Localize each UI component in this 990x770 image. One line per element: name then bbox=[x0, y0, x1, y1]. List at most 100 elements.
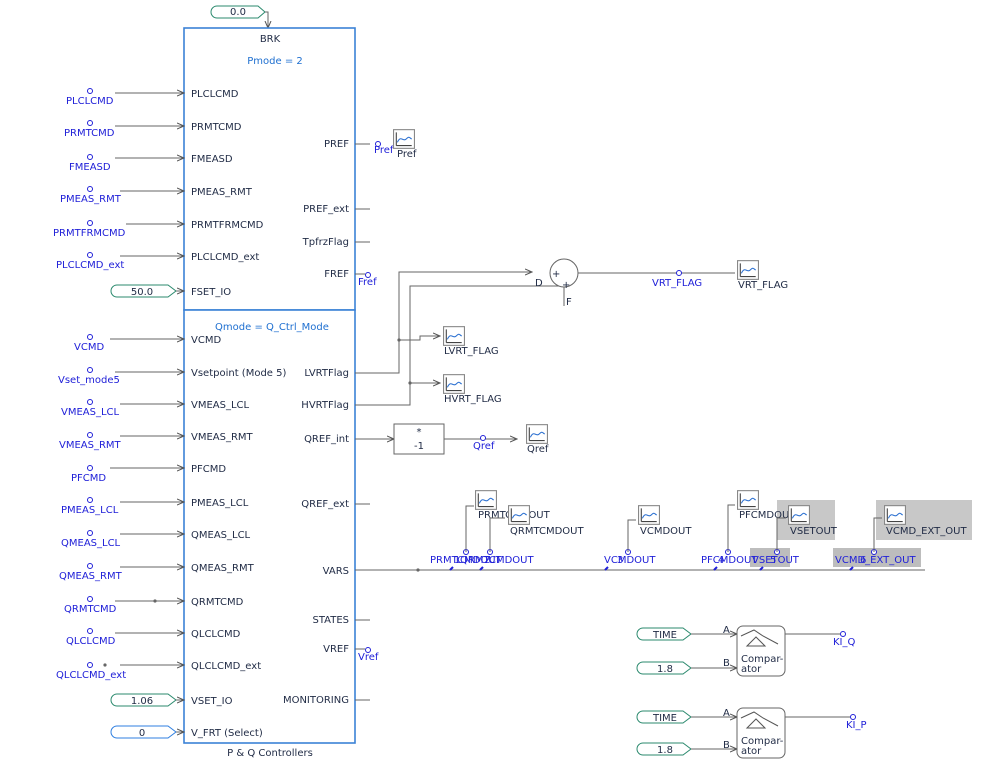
meter-icon[interactable] bbox=[737, 490, 759, 510]
port-label: QRMTCMD bbox=[191, 597, 244, 608]
input-pmeas-rmt[interactable]: PMEAS_RMT PMEAS_RMT bbox=[60, 186, 253, 206]
tap-number-2: 2 bbox=[484, 555, 490, 566]
lvrt-meter-icon[interactable] bbox=[443, 326, 465, 346]
bus-tap-qrmtcmdout[interactable]: QRMTCMDOUT QRMTCMDOUT bbox=[460, 505, 584, 571]
comparator-port-b: B bbox=[723, 740, 730, 751]
summer-plus-d: + bbox=[552, 269, 560, 280]
input-fmeasd[interactable]: FMEASD FMEASD bbox=[69, 154, 233, 173]
input-vmeas-rmt[interactable]: VMEAS_RMT VMEAS_RMT bbox=[59, 432, 254, 451]
port-label: FSET_IO bbox=[191, 287, 231, 298]
tap-label: VCMDOUT bbox=[604, 555, 656, 566]
qmode-label: Qmode = Q_Ctrl_Mode bbox=[215, 322, 329, 333]
port-label: FMEASD bbox=[191, 154, 233, 165]
comparator-port-a: A bbox=[723, 708, 730, 719]
qref-signal: Qref bbox=[473, 441, 495, 452]
comparator-ki-q[interactable]: TIME A 1.8 B Compar-ator KI_Q bbox=[636, 625, 856, 677]
comparator-ki-p[interactable]: TIME A 1.8 B Compar-ator KI_P bbox=[636, 707, 867, 759]
port-pref-ext: PREF_ext bbox=[303, 204, 349, 215]
bus-tap-vcmd-ext-out[interactable]: VCMD_EXT_OUT VCMD_EXT_OUT bbox=[835, 505, 967, 571]
bus-tap-vsetout[interactable]: VSETOUT VSETOUT bbox=[752, 505, 838, 571]
meter-icon[interactable] bbox=[638, 505, 660, 525]
meter-icon[interactable] bbox=[788, 505, 810, 525]
pq-controller-block[interactable]: BRK Pmode = 2 Qmode = Q_Ctrl_Mode P & Q … bbox=[183, 27, 356, 759]
input-pfcmd[interactable]: PFCMD PFCMD bbox=[71, 464, 226, 484]
port-lvrtflag: LVRTFlag bbox=[304, 368, 349, 379]
tap-label: VSETOUT bbox=[752, 555, 800, 566]
bus-tap-vcmdout[interactable]: VCMDOUT VCMDOUT bbox=[604, 505, 692, 571]
input-qrmtcmd[interactable]: QRMTCMD QRMTCMD bbox=[64, 596, 244, 616]
tap-number-1: 1 bbox=[454, 555, 460, 566]
vrt-flag-meter-icon[interactable] bbox=[737, 260, 759, 280]
port-qref-ext: QREF_ext bbox=[301, 499, 349, 510]
signal-label: QRMTCMD bbox=[64, 604, 117, 615]
input-qmeas-lcl[interactable]: QMEAS_LCL QMEAS_LCL bbox=[61, 530, 251, 549]
brk-const-block[interactable]: 0.0 bbox=[210, 5, 266, 19]
meter-label: VSETOUT bbox=[790, 526, 838, 537]
input-qlclcmd-ext[interactable]: QLCLCMD_ext QLCLCMD_ext bbox=[56, 661, 261, 681]
meter-label: VCMDOUT bbox=[640, 526, 692, 537]
input-plclcmd-ext[interactable]: PLCLCMD_ext PLCLCMD_ext bbox=[56, 252, 259, 271]
input-prmtfrmcmd[interactable]: PRMTFRMCMD PRMTFRMCMD bbox=[53, 220, 264, 239]
comparator-input-a: TIME bbox=[652, 713, 677, 724]
comparator-output: KI_P bbox=[846, 720, 867, 731]
vars-bus: PRMTCMDOUT PRMTCMDOUT QRMTCMDOUT QRMTCMD… bbox=[355, 490, 972, 572]
vref-output[interactable]: Vref bbox=[358, 647, 379, 664]
comparator-label: Compar-ator bbox=[741, 654, 784, 675]
signal-label: FMEASD bbox=[69, 162, 111, 173]
port-vref: VREF bbox=[323, 644, 349, 655]
signal-label: PFCMD bbox=[71, 473, 106, 484]
comparator-input-b: 1.8 bbox=[657, 664, 673, 675]
qref-meter-label: Qref bbox=[527, 444, 549, 455]
input-vset-io[interactable]: 1.06 VSET_IO bbox=[110, 693, 233, 707]
input-pmeas-lcl[interactable]: PMEAS_LCL PMEAS_LCL bbox=[61, 497, 249, 517]
tap-label: PRMTCMDOUT bbox=[430, 555, 503, 566]
signal-label: PMEAS_LCL bbox=[61, 505, 119, 516]
qref-gain-block[interactable]: * -1 Qref Qref bbox=[355, 423, 549, 455]
comparator-input-b: 1.8 bbox=[657, 745, 673, 756]
comparator-output: KI_Q bbox=[833, 637, 856, 648]
port-label: PFCMD bbox=[191, 464, 226, 475]
fref-output[interactable]: Fref bbox=[358, 272, 377, 289]
port-label: PMEAS_RMT bbox=[191, 187, 253, 198]
input-v-frt[interactable]: 0 V_FRT (Select) bbox=[110, 725, 263, 739]
meter-icon[interactable] bbox=[508, 505, 530, 525]
pmode-label: Pmode = 2 bbox=[247, 56, 303, 67]
meter-icon[interactable] bbox=[884, 505, 906, 525]
tap-label: PFCMDOUT bbox=[701, 555, 758, 566]
tap-number-4: 4 bbox=[718, 555, 724, 566]
signal-label: PLCLCMD bbox=[66, 96, 114, 107]
bus-tap-pfcmdout[interactable]: PFCMDOUT PFCMDOUT bbox=[701, 490, 796, 571]
hvrt-meter[interactable]: HVRT_FLAG bbox=[443, 374, 502, 405]
summer-junction[interactable]: + + D F VRT_FLAG VRT_FLAG bbox=[535, 258, 788, 308]
input-qlclcmd[interactable]: QLCLCMD QLCLCMD bbox=[66, 628, 241, 648]
tap-label: VCMD_EXT_OUT bbox=[835, 555, 916, 566]
vrt-wiring bbox=[355, 272, 565, 406]
input-vmeas-lcl[interactable]: VMEAS_LCL VMEAS_LCL bbox=[61, 399, 250, 419]
port-states: STATES bbox=[312, 615, 349, 626]
summer-input-f: F bbox=[566, 297, 572, 308]
tap-number-5: 5 bbox=[770, 555, 776, 566]
qref-meter-icon[interactable] bbox=[526, 424, 548, 444]
q-section-inputs: VCMD VCMD Vset_mode5 Vsetpoint (Mode 5) … bbox=[56, 334, 286, 739]
meter-icon[interactable] bbox=[475, 490, 497, 510]
pref-output[interactable]: Pref Pref bbox=[374, 129, 417, 160]
input-vcmd[interactable]: VCMD VCMD bbox=[74, 334, 221, 354]
port-hvrtflag: HVRTFlag bbox=[301, 400, 349, 411]
pref-meter-icon[interactable] bbox=[393, 129, 415, 149]
signal-label: VMEAS_LCL bbox=[61, 407, 120, 418]
signal-label: PLCLCMD_ext bbox=[56, 260, 124, 271]
input-prmtcmd[interactable]: PRMTCMD PRMTCMD bbox=[64, 120, 242, 140]
signal-label: VCMD bbox=[74, 342, 104, 353]
summer-plus-f: + bbox=[562, 280, 570, 291]
hvrt-meter-icon[interactable] bbox=[443, 374, 465, 394]
tap-label: QRMTCMDOUT bbox=[460, 555, 534, 566]
input-fset-io[interactable]: 50.0 FSET_IO bbox=[110, 284, 231, 298]
input-qmeas-rmt[interactable]: QMEAS_RMT QMEAS_RMT bbox=[59, 563, 255, 582]
input-plclcmd[interactable]: PLCLCMD PLCLCMD bbox=[66, 88, 239, 108]
lvrt-meter[interactable]: LVRT_FLAG bbox=[443, 326, 499, 357]
port-label: QMEAS_RMT bbox=[191, 563, 255, 574]
signal-label: QMEAS_RMT bbox=[59, 571, 123, 582]
input-vset-mode5[interactable]: Vset_mode5 Vsetpoint (Mode 5) bbox=[58, 367, 286, 387]
fref-signal: Fref bbox=[358, 277, 377, 288]
port-label: V_FRT (Select) bbox=[191, 728, 263, 739]
